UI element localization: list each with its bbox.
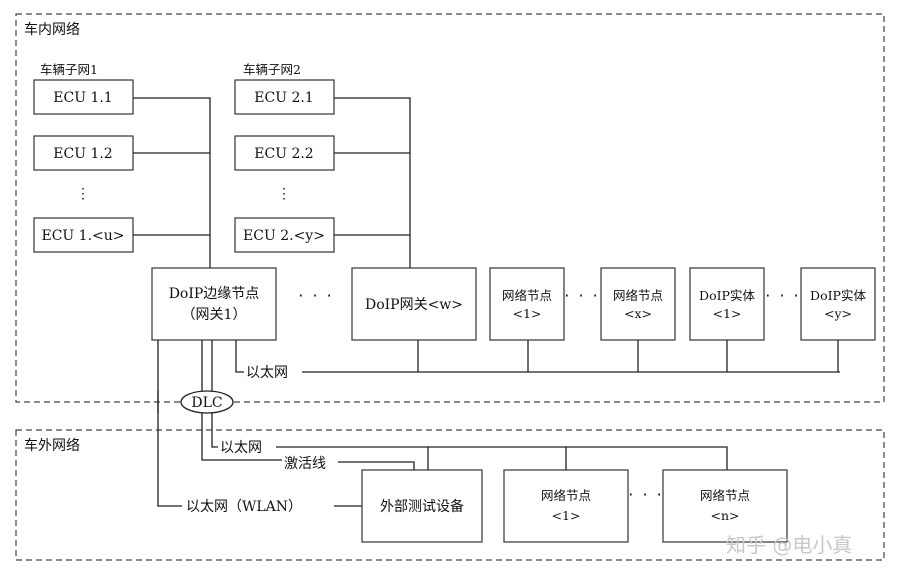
network-node-x-line1: 网络节点: [613, 288, 663, 303]
doip-edge-node: [151, 267, 277, 341]
network-node-x-line2: <x>: [624, 306, 652, 321]
subnet1-bus: [133, 97, 211, 268]
out-vehicle-ethernet-label: 以太网: [220, 440, 262, 456]
external-network-node-1-line1: 网络节点: [541, 488, 591, 503]
ecu-1-2: [33, 135, 134, 171]
ecu-1-u: [33, 217, 134, 253]
doip-entity-1-line1: DoIP实体: [699, 288, 755, 303]
network-node-1-line2: <1>: [513, 306, 542, 321]
dlc-ethernet-wire: [211, 340, 218, 448]
external-row-ellipsis: · · ·: [628, 485, 663, 504]
ecu-2-2: [234, 135, 335, 171]
external-test-equipment: [361, 469, 483, 543]
ecu-2-1: [234, 79, 335, 115]
external-network-node-n-line2: <n>: [711, 508, 740, 523]
in-vehicle-ethernet-bus: [235, 340, 840, 373]
watermark: 知乎 @电小真: [726, 533, 852, 557]
in-vehicle-zone: [15, 13, 885, 403]
activation-wire-left: [201, 340, 282, 461]
out-vehicle-zone: [15, 429, 885, 561]
doip-entity-y-line2: <y>: [824, 306, 852, 321]
activation-wire-right: [338, 461, 415, 470]
ecu-2-vertical-ellipsis: ⋮: [277, 186, 291, 202]
network-node-1: [489, 267, 565, 341]
subnet2-label: 车辆子网2: [243, 62, 301, 77]
doip-entity-y: [800, 267, 876, 341]
external-network-node-n-line1: 网络节点: [700, 488, 750, 503]
activation-line-label: 激活线: [284, 455, 326, 472]
doip-edge-node-line2: （网关1）: [182, 307, 247, 323]
in-vehicle-zone-label: 车内网络: [24, 21, 80, 38]
doip-entity-y-line1: DoIP实体: [810, 288, 866, 303]
doip-entity-1-line2: <1>: [713, 306, 742, 321]
doip-gateway-w: [351, 267, 477, 341]
ecu-2-y: [234, 217, 335, 253]
doip-edge-node-line1: DoIP边缘节点: [169, 286, 260, 302]
wlan-wire-left: [157, 340, 182, 507]
subnet1-label: 车辆子网1: [40, 62, 98, 77]
ecu-1-1: [33, 79, 134, 115]
doip-entity-1: [689, 267, 765, 341]
ecu-1-1-label: ECU 1.1: [53, 90, 112, 106]
dlc-connector: [180, 390, 234, 414]
ecu-1-2-label: ECU 1.2: [53, 146, 112, 162]
doip-gateway-w-label: DoIP网关<w>: [365, 297, 463, 313]
out-ethernet-to-ext-1: [428, 446, 567, 470]
out-vehicle-zone-label: 车外网络: [24, 437, 80, 454]
external-network-node-1: [503, 469, 629, 543]
external-network-node-1-line2: <1>: [552, 508, 581, 523]
ecu-2-2-label: ECU 2.2: [254, 146, 313, 162]
subnet2-bus: [334, 97, 411, 268]
external-network-node-n: [662, 469, 788, 543]
ethernet-wlan-label: 以太网（WLAN）: [186, 499, 302, 515]
node-row-ellipsis-2: · · ·: [564, 286, 599, 305]
ecu-2-y-label: ECU 2.<y>: [243, 228, 325, 244]
node-row-ellipsis-1: · · ·: [298, 286, 333, 305]
network-node-1-line1: 网络节点: [502, 288, 552, 303]
ecu-2-1-label: ECU 2.1: [254, 90, 313, 106]
network-node-x: [600, 267, 676, 341]
in-ethernet-label-bg: [244, 362, 302, 382]
in-vehicle-ethernet-label: 以太网: [246, 365, 288, 381]
ecu-1-vertical-ellipsis: ⋮: [76, 186, 90, 202]
out-ethernet-to-ext-n: [566, 446, 728, 470]
external-test-equipment-label: 外部测试设备: [380, 498, 464, 515]
node-row-ellipsis-3: · · ·: [765, 286, 800, 305]
dlc-label: DLC: [191, 395, 222, 411]
ecu-1-u-label: ECU 1.<u>: [41, 228, 124, 244]
